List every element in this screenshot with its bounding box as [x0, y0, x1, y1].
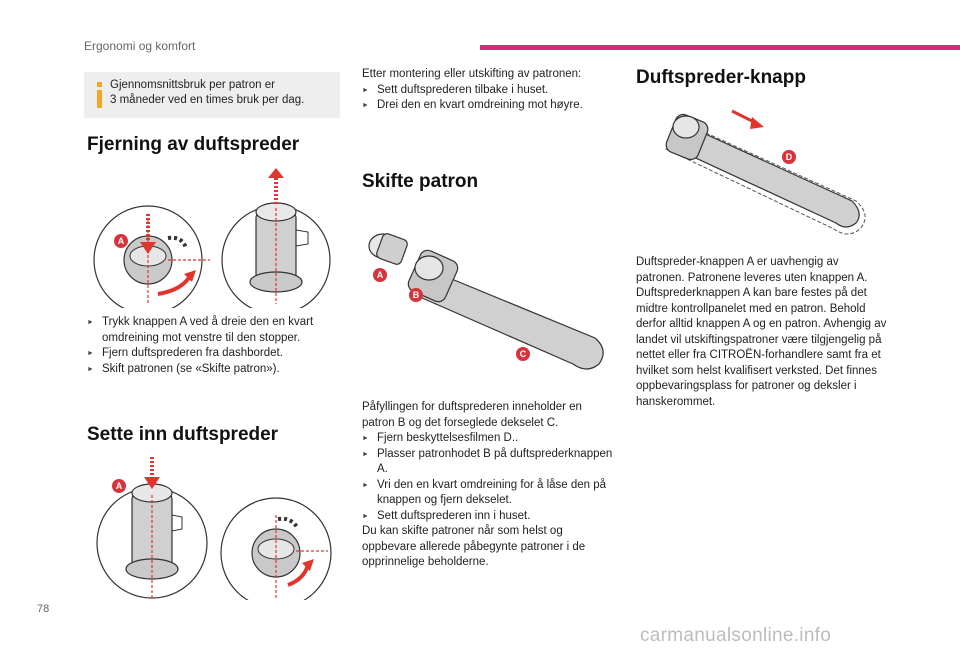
cartridge-intro: Påfyllingen for duftsprederen inneholder…	[362, 401, 582, 429]
removal-title: Fjerning av duftspreder	[87, 134, 300, 155]
removal-illustration: A	[90, 168, 340, 308]
callout-b: B	[409, 288, 423, 302]
callout-c: C	[516, 347, 530, 361]
mounting-step: Drei den en kvart omdreining mot høyre.	[362, 98, 617, 114]
page-number: 78	[37, 603, 50, 615]
section-header: Ergonomi og komfort	[84, 39, 196, 53]
removal-step: Fjern duftsprederen fra dashbordet.	[87, 346, 342, 362]
cartridge-step: Fjern beskyttelsesfilmen D..	[362, 431, 617, 447]
note-line-1: Gjennomsnittsbruk per patron er	[110, 79, 275, 91]
info-note: Gjennomsnittsbruk per patron er 3 månede…	[84, 72, 340, 118]
mounting-instructions: Etter montering eller utskifting av patr…	[362, 67, 617, 114]
change-title: Skifte patron	[362, 171, 479, 192]
insert-title: Sette inn duftspreder	[87, 424, 279, 445]
callout-d: D	[782, 150, 796, 164]
note-line-2: 3 måneder ved en times bruk per dag.	[110, 94, 305, 106]
cartridge-step: Plasser patronhodet B på duftsprederknap…	[362, 447, 617, 478]
watermark: carmanualsonline.info	[640, 625, 832, 646]
info-icon	[91, 80, 109, 110]
cartridge-step: Sett duftsprederen inn i huset.	[362, 509, 617, 525]
knob-description: Duftspreder-knappen A er uavhengig av pa…	[636, 256, 887, 408]
header-accent-bar	[480, 45, 960, 50]
cartridge-step: Vri den en kvart omdreining for å låse d…	[362, 478, 617, 509]
removal-step: Skift patronen (se «Skifte patron»).	[87, 362, 342, 378]
knob-illustration: D	[660, 105, 875, 240]
mounting-intro: Etter montering eller utskifting av patr…	[362, 68, 582, 80]
callout-a: A	[373, 268, 387, 282]
mounting-step: Sett duftsprederen tilbake i huset.	[362, 83, 617, 99]
callout-a: A	[112, 479, 126, 493]
removal-step: Trykk knappen A ved å dreie den en kvart…	[87, 315, 342, 346]
knob-title: Duftspreder-knapp	[636, 67, 806, 88]
cartridge-instructions: Påfyllingen for duftsprederen inneholder…	[362, 400, 617, 571]
removal-steps: Trykk knappen A ved å dreie den en kvart…	[87, 315, 342, 377]
callout-a: A	[114, 234, 128, 248]
insert-illustration: A	[92, 455, 332, 600]
cartridge-outro: Du kan skifte patroner når som helst og …	[362, 525, 586, 568]
cartridge-illustration: A B C	[365, 228, 615, 378]
